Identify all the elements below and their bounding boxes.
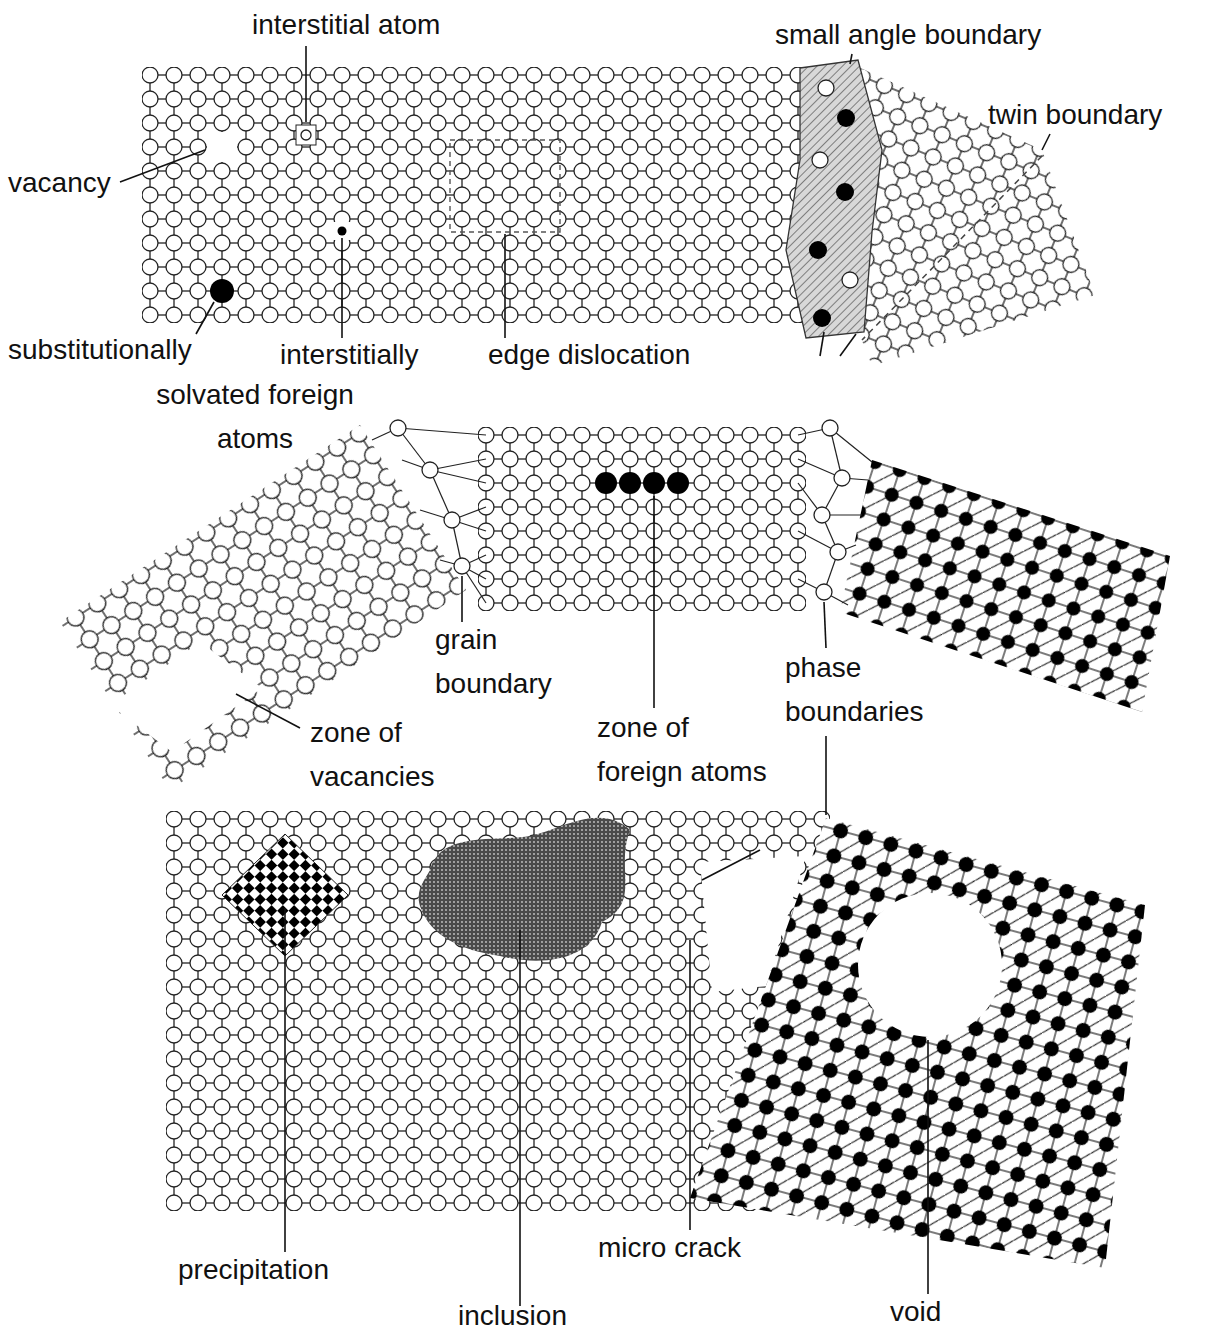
second-phase-lattice [840, 460, 1170, 712]
boundary-atom [813, 309, 831, 327]
boundary-atom [818, 80, 834, 96]
part-label: twin boundary [988, 93, 1162, 137]
part-label: vacancy [8, 161, 111, 205]
vacancy-site [207, 132, 237, 162]
part-label: interstitially [280, 333, 418, 377]
boundary-atom [812, 152, 828, 168]
grain-boundary-atoms [390, 420, 470, 574]
tilted-grain [60, 425, 466, 790]
part-label: micro crack [598, 1226, 741, 1270]
foreign-atom [619, 472, 641, 494]
leader-line [341, 238, 343, 338]
foreign-atom [595, 472, 617, 494]
leader-line [305, 46, 307, 122]
void-hole [858, 893, 1002, 1037]
leader-line [284, 908, 286, 1252]
phase-ground [690, 818, 1145, 1268]
part-label: interstitial atom [252, 3, 440, 47]
leader-line [236, 694, 300, 728]
small-angle-boundary-zone [786, 60, 882, 338]
vacancy-zone [110, 642, 262, 752]
leader-line [825, 736, 827, 815]
foreign-atom [643, 472, 665, 494]
leader-line [927, 1040, 929, 1294]
leader-line [461, 576, 463, 622]
leader-line [824, 602, 826, 648]
center-grain [478, 427, 806, 611]
leader-line [196, 302, 214, 334]
grain-boundary-web [372, 428, 486, 603]
phase-boundary-web [798, 428, 872, 605]
square-lattice [142, 67, 854, 323]
leader-line [689, 940, 691, 1230]
leader-line [504, 234, 506, 338]
interstitial-foreign-atom [338, 227, 347, 236]
leader-line [1042, 134, 1050, 150]
substitutional-atom [210, 279, 234, 303]
part-label: grain boundary [435, 618, 575, 706]
part-label: void [890, 1290, 941, 1334]
part-label: zone of vacancies [310, 711, 460, 799]
interstitial-atom [301, 130, 311, 140]
dislocation-box [450, 140, 560, 232]
part-label: small angle boundary [775, 13, 1041, 57]
part-label: edge dislocation [488, 333, 690, 377]
bottom-lattice [166, 811, 1145, 1268]
part-label: phase boundaries [785, 646, 960, 734]
part-label: zone of foreign atoms [597, 706, 775, 794]
leader-line [653, 496, 655, 708]
leader-line [840, 334, 856, 356]
part-label: substitutionally [8, 328, 192, 372]
part-label: inclusion [458, 1294, 567, 1338]
leader-line [850, 54, 852, 64]
boundary-atom [836, 183, 854, 201]
leader-line [702, 850, 760, 880]
interstitial-cell [333, 222, 351, 240]
boundary-atom [842, 272, 858, 288]
twin-boundary-line [862, 156, 1042, 340]
boundary-atom [837, 109, 855, 127]
inclusion-blob [419, 818, 630, 961]
second-phase-lattice [690, 818, 1145, 1268]
boundary-atom [809, 241, 827, 259]
leader-line [120, 150, 205, 182]
part-label: precipitation [178, 1248, 329, 1292]
part-label: solvated foreign atoms [140, 373, 370, 461]
leader-line [820, 332, 824, 356]
leader-lines [120, 46, 1050, 1306]
phase-boundary-atoms [814, 420, 850, 600]
interstitial-cell [296, 125, 316, 145]
top-lattice [142, 60, 1095, 366]
foreign-atom [667, 472, 689, 494]
leader-line [519, 930, 521, 1306]
